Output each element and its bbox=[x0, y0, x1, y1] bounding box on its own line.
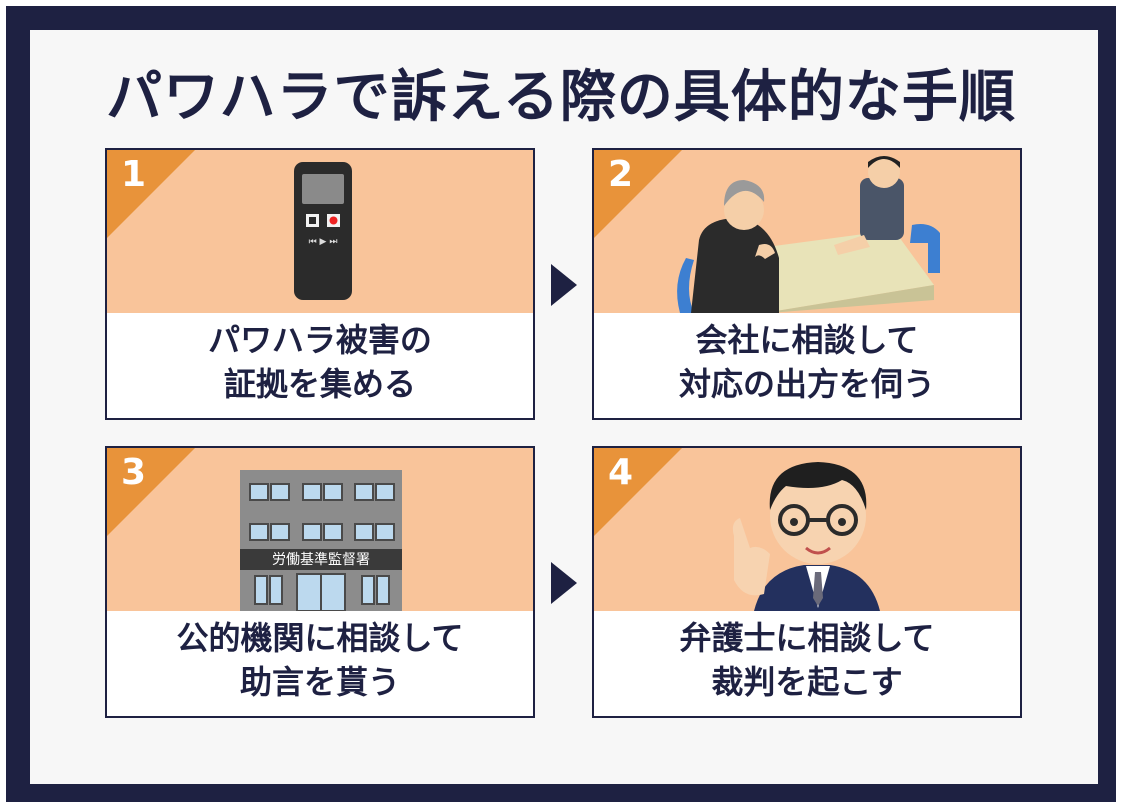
step-card-1: ⏮ ▶ ⏭ 1 パワハラ被害の 証拠を集める bbox=[105, 148, 535, 420]
arrow-right-icon bbox=[551, 562, 577, 604]
step-caption-line2: 助言を貰う bbox=[239, 663, 400, 701]
arrow-right-icon bbox=[551, 264, 577, 306]
step-number-badge bbox=[107, 150, 195, 238]
step-caption-line2: 裁判を起こす bbox=[711, 663, 903, 701]
step-caption-line1: パワハラ被害の bbox=[208, 321, 432, 359]
step-caption-line2: 証拠を集める bbox=[223, 365, 416, 403]
step-card-2: 2 会社に相談して 対応の出方を伺う bbox=[592, 148, 1022, 420]
step-illustration-area: 4 bbox=[594, 448, 1020, 611]
step-caption-line1: 弁護士に相談して bbox=[679, 619, 935, 657]
page-title: パワハラで訴える際の具体的な手順 bbox=[106, 65, 1016, 130]
step-caption: パワハラ被害の 証拠を集める bbox=[107, 318, 533, 418]
step-illustration-area: 2 bbox=[594, 150, 1020, 313]
step-number: 3 bbox=[121, 452, 147, 493]
step-card-3: 労働基準監督署 3 公的機関に相談して 助言を貰う bbox=[105, 446, 535, 718]
step-caption: 公的機関に相談して 助言を貰う bbox=[107, 616, 533, 716]
step-caption: 弁護士に相談して 裁判を起こす bbox=[594, 616, 1020, 716]
lawyer-illustration bbox=[732, 462, 880, 611]
step-card-4: 4 弁護士に相談して 裁判を起こす bbox=[592, 446, 1022, 718]
step-number: 1 bbox=[121, 154, 147, 195]
step-number: 4 bbox=[608, 452, 634, 493]
building-sign: 労働基準監督署 bbox=[272, 552, 370, 568]
step-number-badge bbox=[594, 150, 682, 238]
office-building-illustration bbox=[240, 470, 402, 611]
voice-recorder-illustration: ⏮ ▶ ⏭ bbox=[294, 162, 352, 300]
step-illustration-area: ⏮ ▶ ⏭ 1 bbox=[107, 150, 533, 313]
step-caption-line1: 公的機関に相談して bbox=[176, 619, 464, 657]
meeting-illustration bbox=[677, 156, 940, 313]
step-number-badge bbox=[107, 448, 195, 536]
step-caption: 会社に相談して 対応の出方を伺う bbox=[594, 318, 1020, 418]
step-number-badge bbox=[594, 448, 682, 536]
step-illustration-area: 労働基準監督署 3 bbox=[107, 448, 533, 611]
step-number: 2 bbox=[608, 154, 634, 195]
step-caption-line1: 会社に相談して bbox=[695, 321, 919, 359]
svg-text:⏮ ▶ ⏭: ⏮ ▶ ⏭ bbox=[309, 237, 338, 247]
step-caption-line2: 対応の出方を伺う bbox=[678, 365, 935, 403]
